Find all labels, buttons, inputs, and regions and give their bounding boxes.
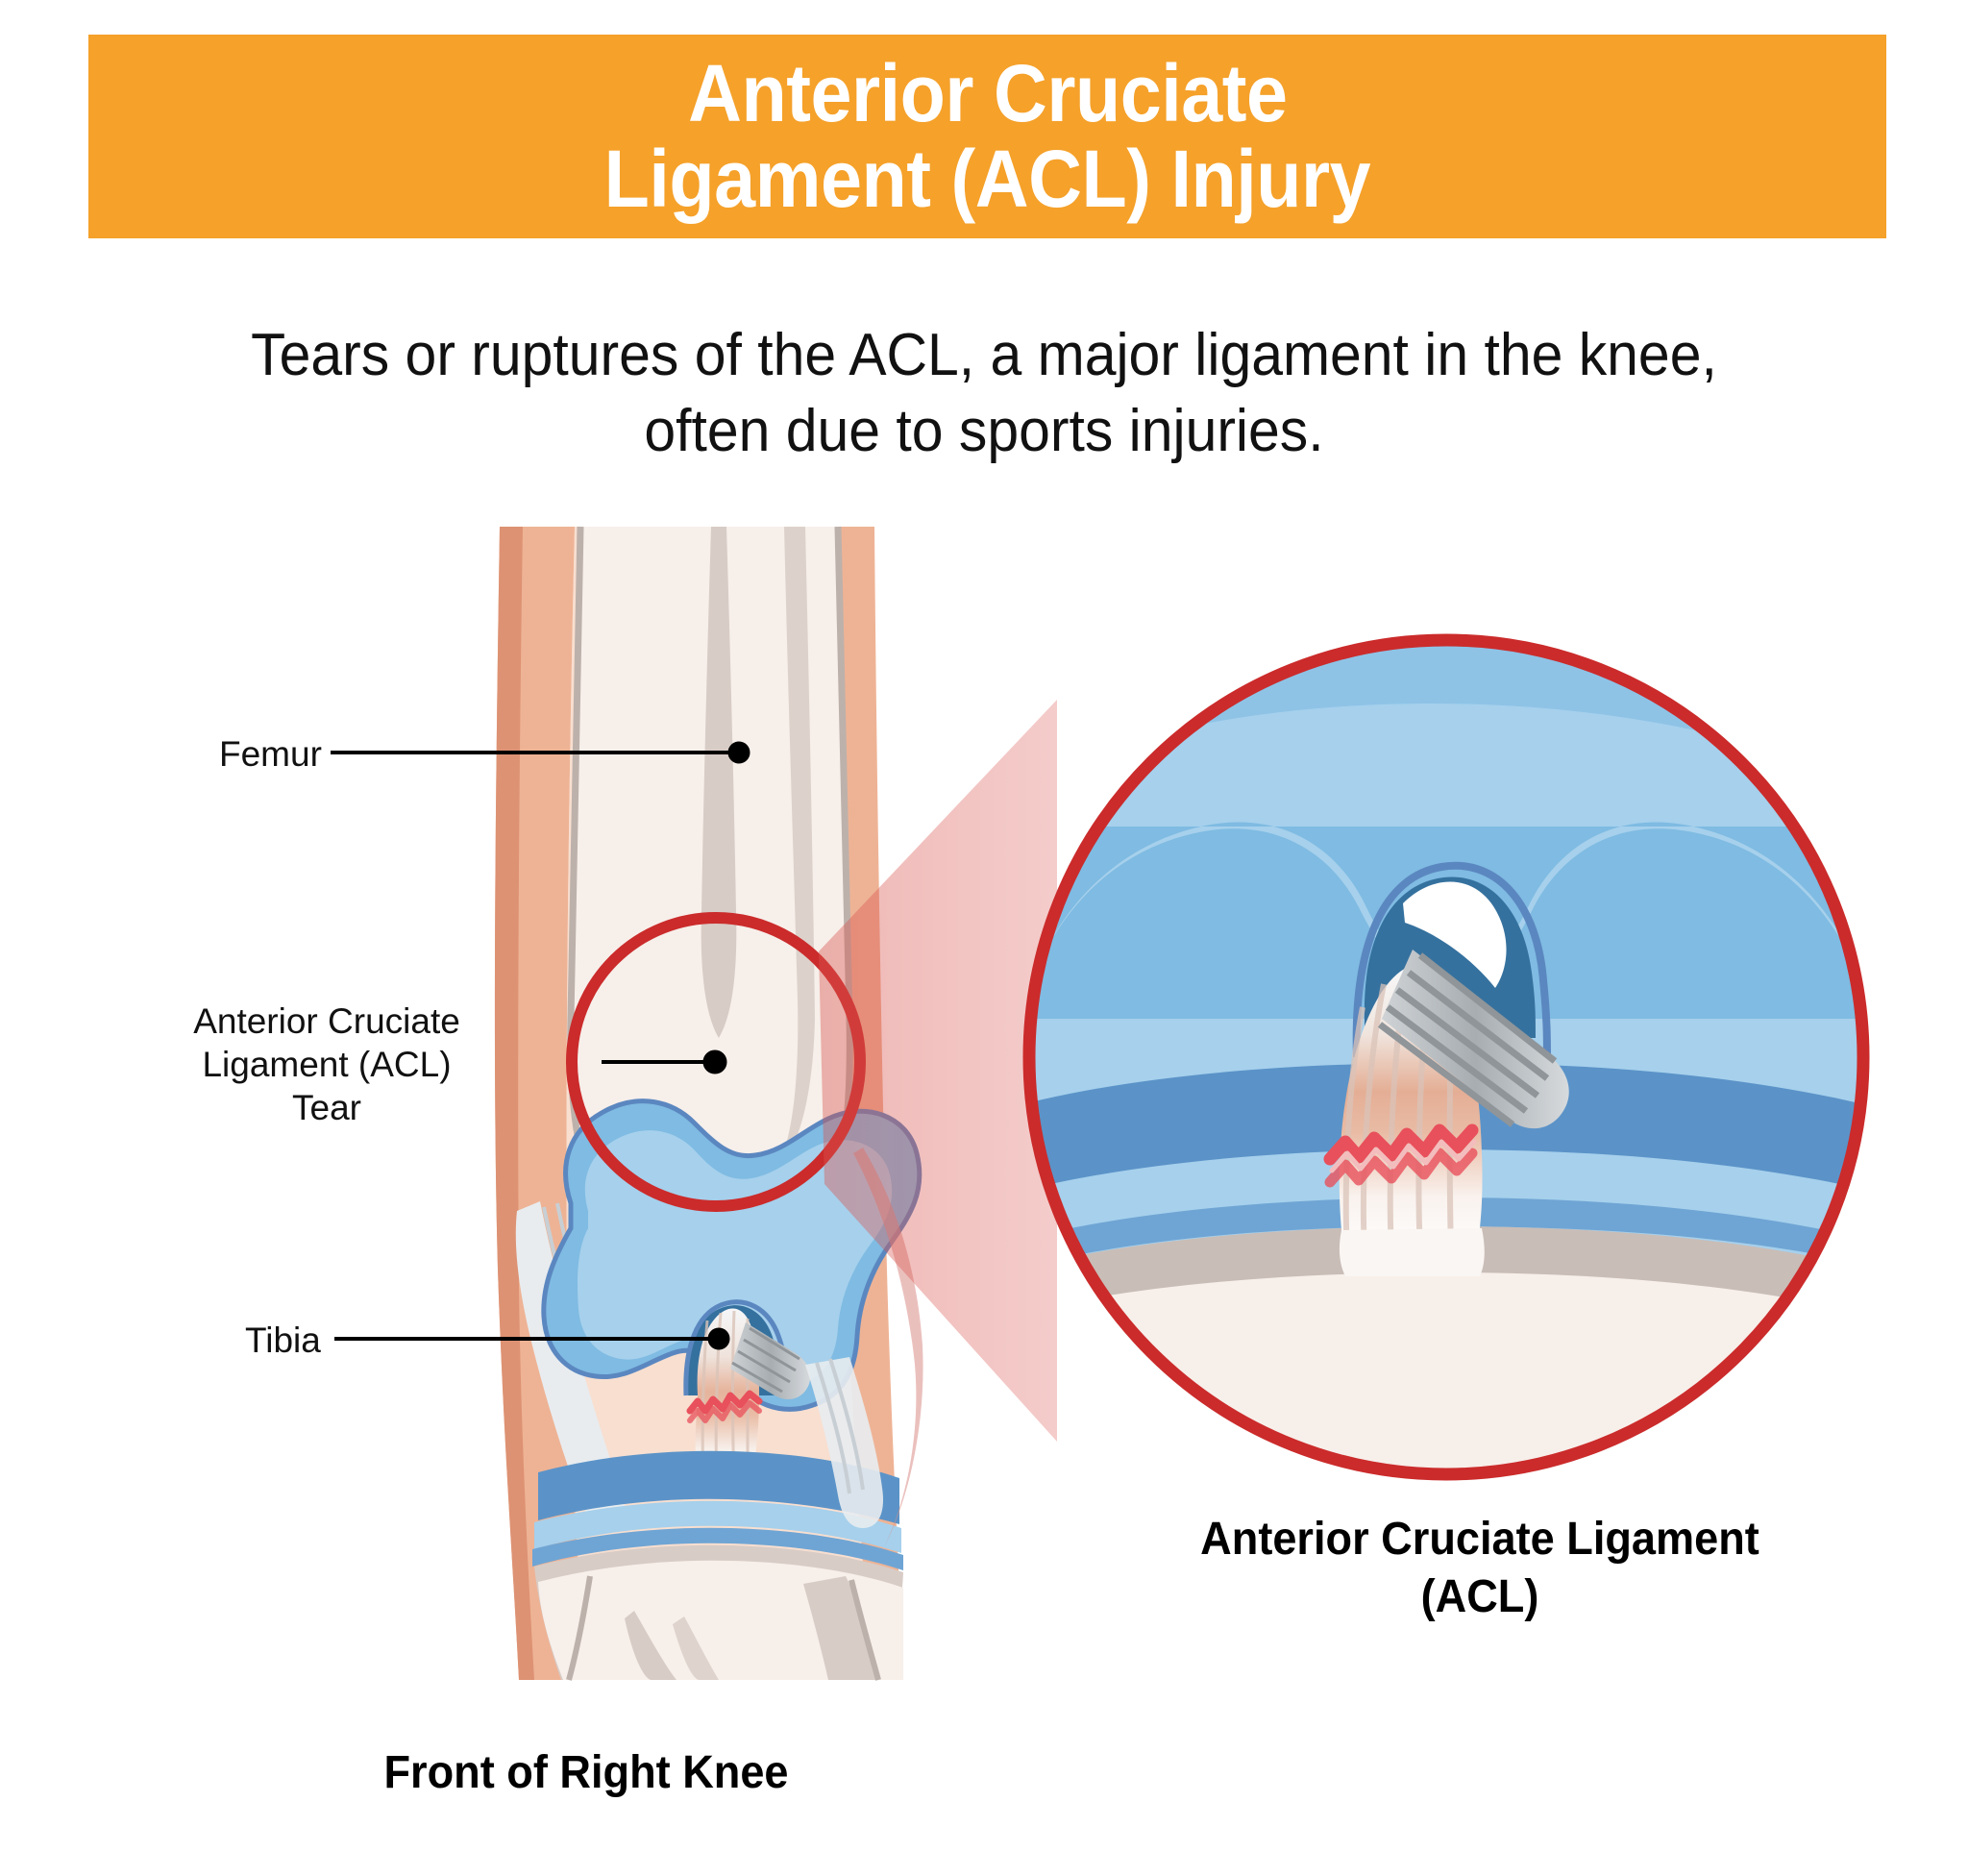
subtitle-line-1: Tears or ruptures of the ACL, a major li… [251,322,1717,388]
femur-bone [567,526,853,1268]
pcl-ligament [730,1322,811,1399]
leader-dot-acl [702,1049,727,1074]
label-acl-line-2: Ligament (ACL) [202,1045,452,1085]
title-line-2: Ligament (ACL) Injury [603,134,1371,224]
title-banner: Anterior Cruciate Ligament (ACL) Injury [88,35,1886,238]
acl-magnified-view [1022,633,1870,1481]
leader-dot-tibia [707,1327,730,1350]
label-tibia-text: Tibia [245,1321,321,1360]
tibial-cartilage [532,1450,903,1570]
label-acl-tear: Anterior Cruciate Ligament (ACL) Tear [58,1000,596,1129]
tibia-bone [534,1544,903,1681]
caption-knee-text: Front of Right Knee [383,1747,789,1798]
caption-front-of-right-knee: Front of Right Knee [279,1744,894,1802]
label-tibia: Tibia [245,1319,321,1362]
magnifier-cone [819,700,1057,1442]
magnifier-large-circle [1022,633,1870,1481]
collateral-ligament-right [805,1357,884,1528]
label-femur-text: Femur [219,734,322,774]
label-femur: Femur [219,732,322,776]
caption-acl-line-1: Anterior Cruciate Ligament [1200,1514,1759,1565]
label-acl-line-1: Anterior Cruciate [193,1001,460,1041]
leader-dot-femur [727,741,750,764]
pcl-magnified-ligament [1377,950,1569,1129]
anatomy-illustration [0,481,1968,1759]
caption-anterior-cruciate-ligament: Anterior Cruciate Ligament (ACL) [1038,1511,1922,1627]
label-acl-line-3: Tear [292,1088,361,1128]
caption-acl-line-2: (ACL) [1420,1571,1539,1623]
subtitle: Tears or ruptures of the ACL, a major li… [115,317,1853,470]
subtitle-line-2: often due to sports injuries. [644,398,1324,465]
title-line-1: Anterior Cruciate [687,47,1288,138]
